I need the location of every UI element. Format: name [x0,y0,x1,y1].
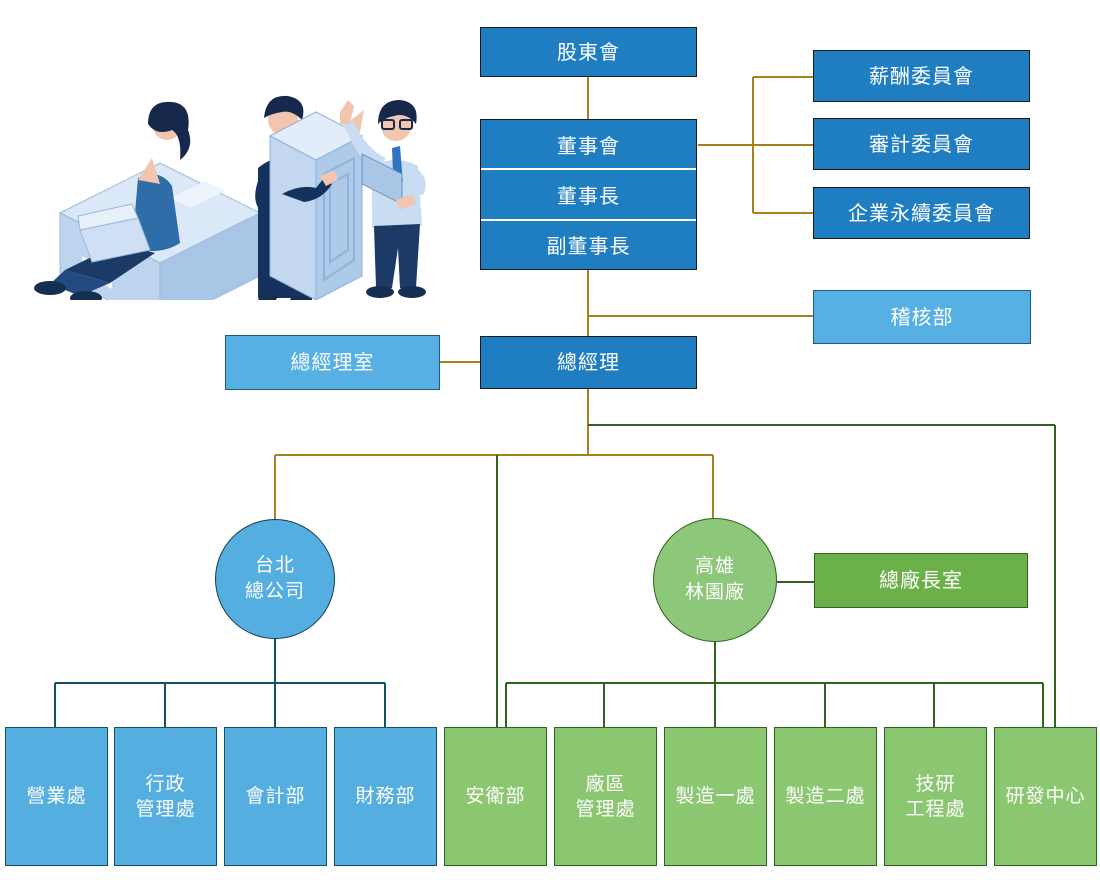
node-finance-department: 財務部 [334,727,437,866]
node-safety-health-department: 安衛部 [444,727,547,866]
node-shareholders-meeting: 股東會 [480,27,697,77]
node-audit-committee: 審計委員會 [813,118,1030,170]
node-rnd-center: 研發中心 [994,727,1097,866]
node-taipei-headquarters: 台北 總公司 [215,519,335,639]
node-manufacturing-dept-1: 製造一處 [664,727,767,866]
node-general-manager: 總經理 [480,336,697,389]
node-board-group: 董事會 董事長 副董事長 [480,119,697,270]
node-tech-research-engineering-office: 技研 工程處 [884,727,987,866]
node-kaohsiung-linyuan-plant: 高雄 林園廠 [653,518,777,642]
node-administration-office: 行政 管理處 [114,727,217,866]
node-audit-department: 稽核部 [813,290,1031,344]
gold-connectors [274,76,813,519]
node-sustainability-committee: 企業永續委員會 [813,187,1030,239]
node-plant-area-management-office: 廠區 管理處 [554,727,657,866]
node-plant-director-office: 總廠長室 [814,553,1028,608]
node-board-of-directors: 董事會 [481,120,696,169]
node-sales-office: 營業處 [5,727,108,866]
node-general-manager-office: 總經理室 [225,335,440,390]
node-chairman: 董事長 [481,170,696,219]
navy-connectors [54,638,386,727]
green-connectors [496,424,1056,727]
node-manufacturing-dept-2: 製造二處 [774,727,877,866]
node-vice-chairman: 副董事長 [481,220,696,269]
business-team-illustration [34,95,426,300]
node-accounting-department: 會計部 [224,727,327,866]
node-compensation-committee: 薪酬委員會 [813,50,1030,102]
